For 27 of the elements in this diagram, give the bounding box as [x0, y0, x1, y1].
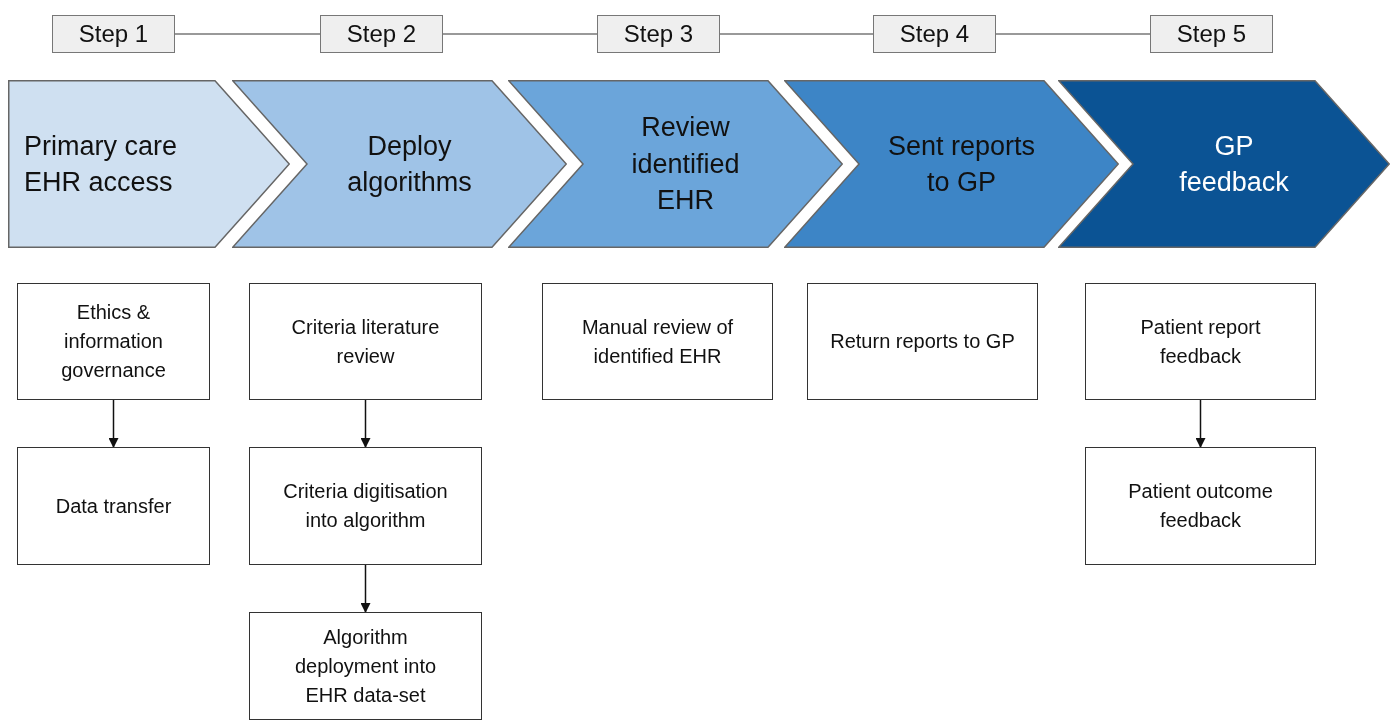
process-box: Algorithm deployment into EHR data-set	[249, 612, 482, 720]
process-box: Data transfer	[17, 447, 210, 565]
stage-label: GP feedback	[1178, 129, 1290, 199]
arrow	[108, 399, 119, 448]
arrow	[360, 399, 371, 448]
arrow	[360, 564, 371, 613]
step-box: Step 5	[1150, 15, 1273, 53]
step-box: Step 1	[52, 15, 175, 53]
stage-label: Review identified EHR	[630, 111, 741, 218]
connector-line	[719, 33, 874, 35]
step-box: Step 2	[320, 15, 443, 53]
step-box: Step 4	[873, 15, 996, 53]
process-box: Manual review of identified EHR	[542, 283, 773, 400]
connector-line	[442, 33, 598, 35]
arrow	[1195, 399, 1206, 448]
process-box: Criteria literature review	[249, 283, 482, 400]
process-box: Ethics & information governance	[17, 283, 210, 400]
stage-label: Primary care EHR access	[24, 129, 179, 199]
connector-line	[174, 33, 321, 35]
process-box: Patient outcome feedback	[1085, 447, 1316, 565]
process-box: Return reports to GP	[807, 283, 1038, 400]
process-box: Criteria digitisation into algorithm	[249, 447, 482, 565]
stage-label: Sent reports to GP	[886, 129, 1037, 199]
step-box: Step 3	[597, 15, 720, 53]
process-box: Patient report feedback	[1085, 283, 1316, 400]
connector-line	[995, 33, 1151, 35]
stage-label: Deploy algorithms	[346, 129, 473, 199]
